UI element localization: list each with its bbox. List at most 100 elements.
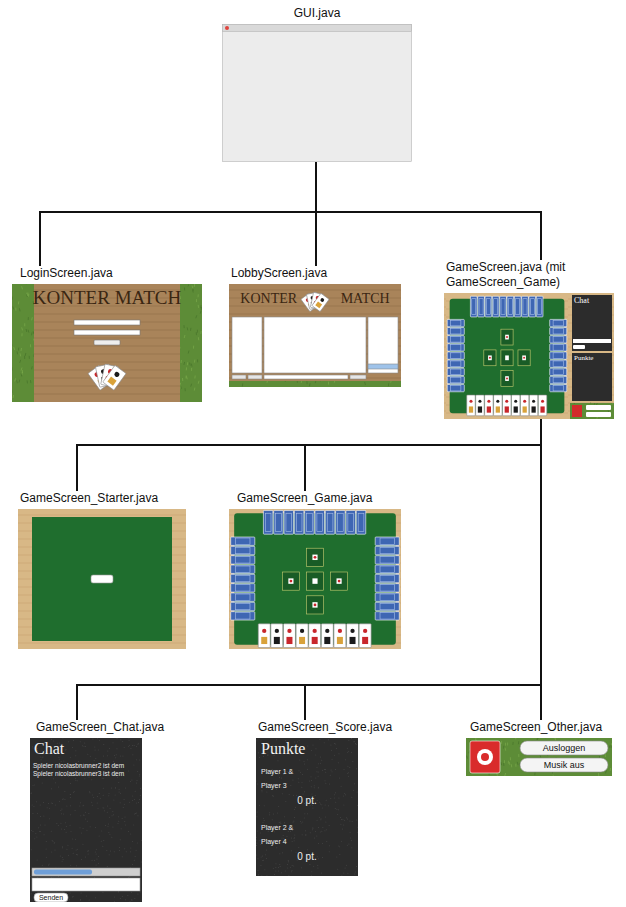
- grass-blade: [191, 368, 192, 371]
- chalk-dust: [320, 832, 321, 833]
- chalk-dust: [302, 774, 303, 775]
- chalk-dust: [313, 744, 314, 745]
- chalk-dust: [260, 832, 261, 833]
- chalk-dust: [123, 807, 124, 808]
- chalk-dust: [115, 757, 116, 758]
- chalk-dust: [60, 856, 61, 857]
- grass-blade: [25, 353, 27, 356]
- chalk-dust: [347, 873, 348, 874]
- grass-blade: [198, 381, 200, 384]
- chalk-dust: [34, 785, 35, 786]
- chalk-dust: [136, 803, 137, 804]
- chalk-dust: [95, 852, 96, 853]
- chalk-dust: [347, 773, 348, 774]
- grass-blade: [188, 284, 190, 286]
- grass-blade: [21, 286, 23, 289]
- chalk-dust: [334, 798, 335, 799]
- card-back: [514, 296, 521, 317]
- chalk-dust: [312, 827, 313, 828]
- wood-grain: [34, 394, 180, 395]
- card-figure: [337, 637, 343, 644]
- chalk-dust: [311, 786, 312, 787]
- screen-node: GameScreen_Game.java: [229, 491, 401, 649]
- card-back-pattern: [451, 353, 461, 359]
- chalk-dust: [95, 827, 96, 828]
- grass-blade: [21, 333, 22, 336]
- chalk-dust: [51, 851, 52, 852]
- chalk-dust: [256, 839, 257, 840]
- chalk-dust: [97, 796, 98, 797]
- chalk-dust: [101, 841, 102, 842]
- card-back-pattern: [553, 337, 563, 343]
- grass-blade: [12, 306, 14, 309]
- chalk-dust: [80, 899, 81, 900]
- chalk-dust: [339, 846, 340, 847]
- chalk-dust: [293, 821, 294, 822]
- card-back: [447, 336, 464, 343]
- grass-blade: [306, 381, 307, 384]
- login-button: [94, 340, 120, 345]
- chalk-dust: [66, 849, 67, 850]
- chalk-dust: [129, 901, 130, 902]
- chalk-dust: [139, 799, 140, 800]
- chalk-dust: [109, 748, 110, 749]
- chalk-dust: [278, 870, 279, 871]
- card-back: [550, 368, 567, 375]
- chalk-dust: [114, 901, 115, 902]
- screen-text: Senden: [34, 894, 68, 902]
- chalk-dust: [269, 814, 270, 815]
- grass-blade: [197, 330, 198, 333]
- card-figure: [261, 637, 267, 644]
- grass-blade: [181, 360, 182, 363]
- screenshot: PunktePlayer 1 &Player 30 pt.Player 2 &P…: [256, 738, 358, 876]
- card-back: [447, 368, 464, 375]
- card-back-pattern: [380, 613, 394, 619]
- card-back-pattern: [486, 299, 490, 315]
- chalk-dust: [61, 761, 62, 762]
- slot-dot: [523, 357, 525, 359]
- chalk-dust: [257, 870, 258, 871]
- chalk-dust: [284, 816, 285, 817]
- chalk-dust: [302, 822, 303, 823]
- chalk-dust: [320, 804, 321, 805]
- grass-blade: [194, 388, 196, 391]
- chalk-dust: [332, 771, 333, 772]
- card-face: [467, 395, 475, 416]
- card-suit: [262, 629, 266, 633]
- tree-connector: [305, 419, 541, 491]
- chalk-dust: [112, 811, 113, 812]
- chalk-dust: [335, 743, 336, 744]
- chalk-dust: [121, 828, 122, 829]
- chalk-dust: [62, 738, 63, 739]
- card-back-pattern: [236, 585, 250, 591]
- card-back-pattern: [523, 299, 527, 315]
- card-back-pattern: [553, 353, 563, 359]
- screenshot-picture: [222, 24, 412, 162]
- grass-blade: [193, 346, 194, 349]
- grass-blade: [508, 761, 509, 764]
- chalk-dust: [97, 738, 98, 739]
- chalk-dust: [298, 770, 299, 771]
- chalk-dust: [307, 813, 308, 814]
- card-slot: [282, 572, 299, 590]
- card-back-pattern: [451, 345, 461, 351]
- wood-board: [18, 509, 186, 649]
- grass-blade: [183, 325, 184, 328]
- chalk-dust: [294, 837, 295, 838]
- grass-blade: [20, 348, 22, 351]
- card-suit: [313, 629, 317, 633]
- chalk-dust: [317, 865, 318, 866]
- chalk-dust: [65, 750, 66, 751]
- grass-blade: [190, 328, 191, 331]
- grass-blade: [28, 330, 30, 333]
- chalk-dust: [329, 825, 330, 826]
- card-back: [375, 593, 399, 601]
- chalk-dust: [279, 853, 280, 854]
- card-back-pattern: [479, 299, 483, 315]
- chalk-dust: [318, 776, 319, 777]
- chalk-dust: [125, 816, 126, 817]
- chalk-dust: [294, 835, 295, 836]
- chalk-dust: [335, 808, 336, 809]
- lobby-button: [368, 364, 398, 369]
- chalk-dust: [72, 897, 73, 898]
